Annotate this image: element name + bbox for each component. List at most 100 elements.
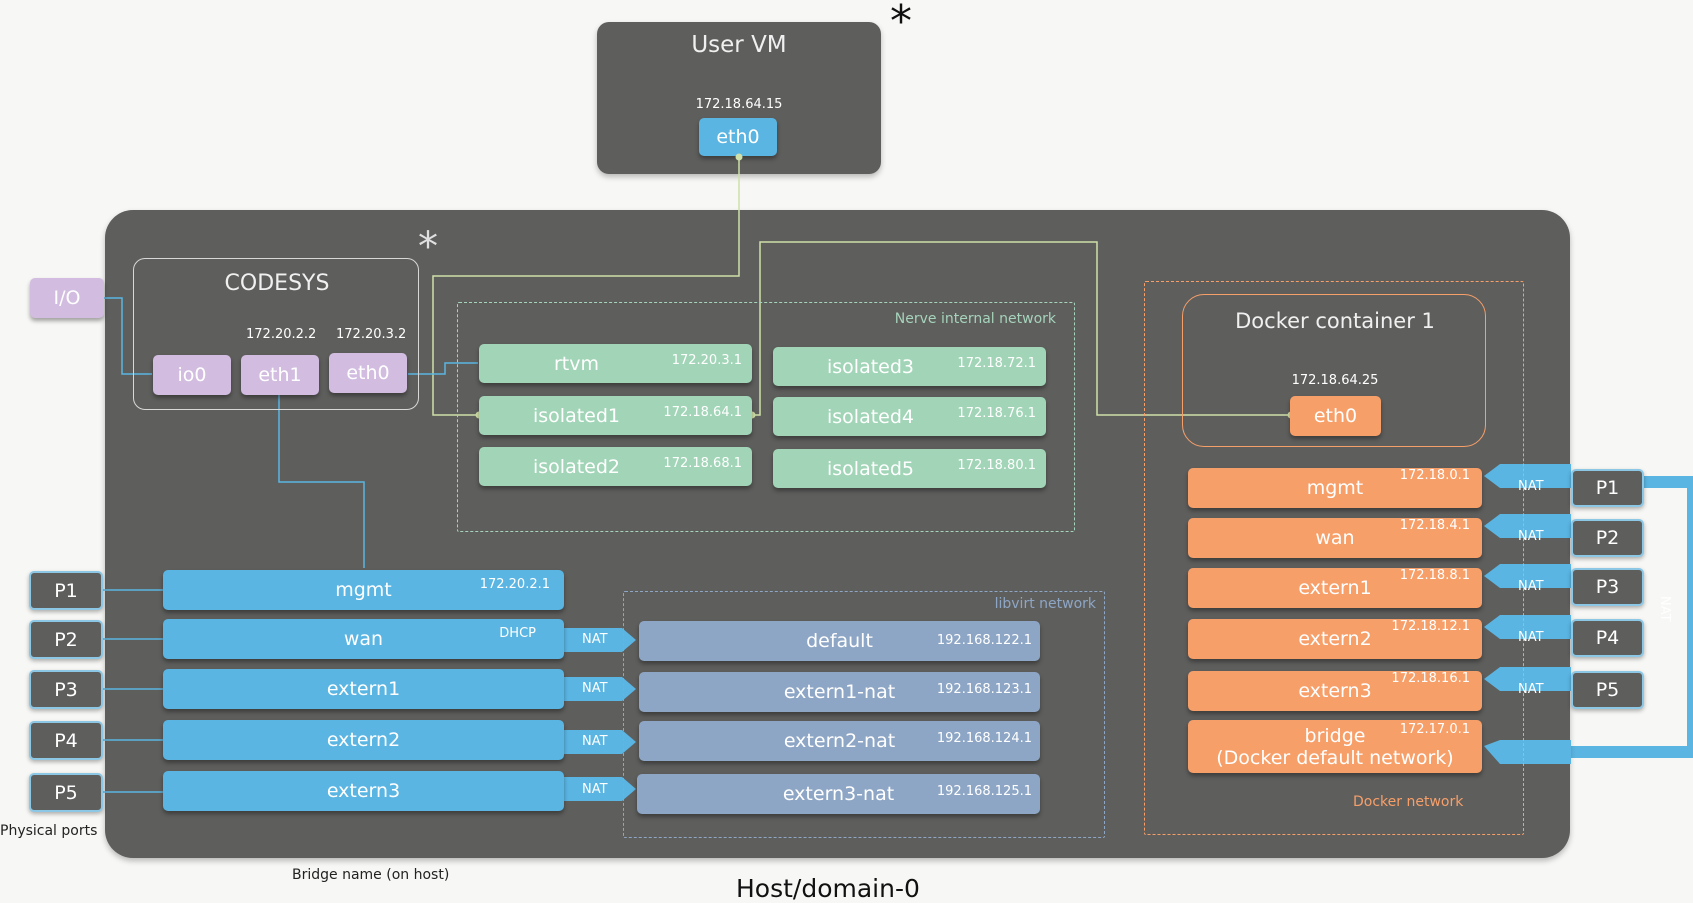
nat-arrow-extern3 (563, 777, 636, 801)
host-bridge-mgmt-name: mgmt (335, 579, 392, 601)
docker-nat-arrow-2 (1484, 514, 1571, 538)
nerve-isolated3-ip: 172.18.72.1 (957, 356, 1036, 371)
libvirt-extern2-nat-name: extern2-nat (783, 730, 896, 752)
nerve-isolated5[interactable]: isolated5 172.18.80.1 (773, 449, 1046, 488)
docker-bridge-default-line1: bridge (1304, 724, 1366, 747)
user-vm-title: User VM (691, 32, 787, 58)
nat-arrow-wan (563, 628, 636, 652)
host-nat-label-extern3: NAT (582, 782, 608, 797)
docker-port-p3[interactable]: P3 (1571, 568, 1644, 606)
docker-bridge-mgmt[interactable]: mgmt 172.18.0.1 (1188, 468, 1482, 508)
docker-bridge-default-ip: 172.17.0.1 (1399, 722, 1470, 737)
codesys-title: CODESYS (224, 271, 330, 296)
nerve-rtvm-ip: 172.20.3.1 (671, 353, 742, 368)
user-vm-asterisk: * (890, 0, 912, 47)
docker-nat-arrow-3 (1484, 564, 1571, 588)
libvirt-default-ip: 192.168.122.1 (936, 633, 1032, 648)
libvirt-network-area: libvirt network (623, 591, 1105, 838)
libvirt-default[interactable]: default 192.168.122.1 (639, 621, 1040, 661)
docker-bridge-extern3[interactable]: extern3 172.18.16.1 (1188, 671, 1482, 711)
user-vm-ip: 172.18.64.15 (695, 97, 783, 112)
docker-bridge-default[interactable]: bridge (Docker default network) 172.17.0… (1188, 720, 1482, 773)
libvirt-extern1-nat-name: extern1-nat (783, 681, 896, 703)
io-link (104, 297, 152, 375)
docker-port-p5[interactable]: P5 (1571, 671, 1644, 709)
physical-ports-label: Physical ports (0, 823, 98, 839)
codesys-eth1[interactable]: eth1 (241, 355, 319, 395)
docker-side-link (1485, 476, 1693, 758)
docker-network-label: Docker network (1353, 794, 1464, 810)
libvirt-extern3-nat[interactable]: extern3-nat 192.168.125.1 (637, 774, 1040, 814)
docker-nat-label-2: NAT (1518, 529, 1544, 544)
docker-link (752, 241, 1291, 416)
host-nat-label-extern1: NAT (582, 681, 608, 696)
nerve-isolated1-ip: 172.18.64.1 (663, 405, 742, 420)
libvirt-default-name: default (806, 630, 873, 652)
host-port-p4[interactable]: P4 (29, 721, 103, 760)
docker-port-p1[interactable]: P1 (1571, 469, 1644, 507)
docker-port-p2[interactable]: P2 (1571, 519, 1644, 557)
eth1-link (278, 393, 365, 568)
nerve-isolated1[interactable]: isolated1 172.18.64.1 (479, 396, 752, 435)
bridge-name-label: Bridge name (on host) (292, 867, 450, 883)
docker-bridge-wan-name: wan (1315, 527, 1355, 549)
docker-port-p4[interactable]: P4 (1571, 619, 1644, 657)
nerve-isolated3[interactable]: isolated3 172.18.72.1 (773, 347, 1046, 386)
eth0-link (408, 362, 478, 375)
docker-nat-arrow-5 (1484, 667, 1571, 691)
libvirt-network-label: libvirt network (994, 596, 1096, 612)
nerve-isolated4-name: isolated4 (826, 405, 914, 428)
host-nat-label-extern2: NAT (582, 734, 608, 749)
host-caption: Host/domain-0 (736, 874, 920, 903)
nat-arrow-extern1 (563, 677, 636, 701)
libvirt-extern1-nat-ip: 192.168.123.1 (936, 682, 1032, 697)
uservm-link-dot (735, 153, 743, 161)
host-nat-label-wan: NAT (582, 632, 608, 647)
host-port-p5[interactable]: P5 (29, 773, 103, 812)
host-port-p2[interactable]: P2 (29, 620, 103, 659)
host-bridge-wan[interactable]: wan DHCP (163, 619, 564, 659)
docker-bridge-extern1[interactable]: extern1 172.18.8.1 (1188, 568, 1482, 608)
docker-network-area: Docker network (1144, 281, 1524, 835)
nerve-isolated2[interactable]: isolated2 172.18.68.1 (479, 447, 752, 486)
nerve-rtvm-name: rtvm (553, 352, 599, 375)
docker-bridge-extern2-ip: 172.18.12.1 (1391, 619, 1470, 634)
nat-arrow-extern2 (563, 730, 636, 754)
libvirt-extern2-nat-ip: 192.168.124.1 (936, 731, 1032, 746)
docker-nat-label-1: NAT (1518, 479, 1544, 494)
host-bridge-extern1[interactable]: extern1 (163, 669, 564, 709)
docker-bridge-extern2[interactable]: extern2 172.18.12.1 (1188, 619, 1482, 659)
host-port-p3[interactable]: P3 (29, 670, 103, 709)
docker-eth0[interactable]: eth0 (1290, 396, 1381, 436)
libvirt-extern2-nat[interactable]: extern2-nat 192.168.124.1 (639, 721, 1040, 761)
host-bridge-extern2[interactable]: extern2 (163, 720, 564, 760)
io-box[interactable]: I/O (30, 278, 104, 318)
docker-bridge-wan-ip: 172.18.4.1 (1399, 518, 1470, 533)
host-port-p1[interactable]: P1 (29, 571, 103, 610)
user-vm-box: User VM 172.18.64.15 eth0 (597, 22, 881, 174)
codesys-eth0[interactable]: eth0 (329, 353, 407, 393)
libvirt-extern1-nat[interactable]: extern1-nat 192.168.123.1 (639, 672, 1040, 712)
user-vm-eth0[interactable]: eth0 (699, 118, 777, 156)
docker-bridge-arrow (1484, 740, 1571, 764)
host-bridge-mgmt[interactable]: mgmt 172.20.2.1 (163, 570, 564, 610)
docker-nat-label-4: NAT (1518, 630, 1544, 645)
host-bridge-mgmt-ip: 172.20.2.1 (479, 577, 550, 592)
nerve-isolated4-ip: 172.18.76.1 (957, 406, 1036, 421)
codesys-io0[interactable]: io0 (153, 355, 231, 395)
docker-bridge-wan[interactable]: wan 172.18.4.1 (1188, 518, 1482, 558)
codesys-eth1-ip: 172.20.2.2 (246, 327, 317, 342)
host-bridge-extern3[interactable]: extern3 (163, 771, 564, 811)
nerve-isolated4[interactable]: isolated4 172.18.76.1 (773, 397, 1046, 436)
nerve-isolated2-name: isolated2 (532, 455, 620, 478)
nerve-isolated2-ip: 172.18.68.1 (663, 456, 742, 471)
docker-bridge-extern3-ip: 172.18.16.1 (1391, 671, 1470, 686)
nerve-network-area: Nerve internal network (457, 302, 1075, 532)
uservm-link (432, 157, 740, 416)
docker-bridge-default-line2: (Docker default network) (1216, 746, 1454, 769)
nerve-network-label: Nerve internal network (894, 311, 1056, 327)
nerve-isolated1-name: isolated1 (532, 404, 620, 427)
nerve-rtvm[interactable]: rtvm 172.20.3.1 (479, 344, 752, 383)
